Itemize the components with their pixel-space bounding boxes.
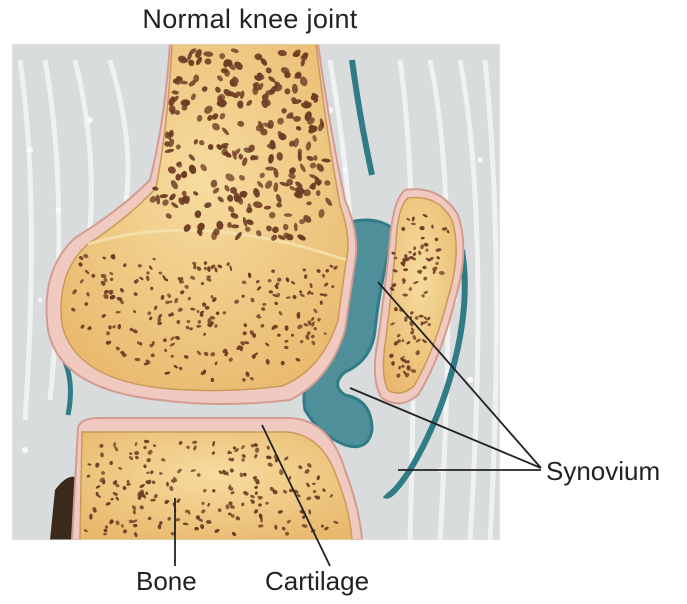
bone-pore (422, 266, 426, 269)
label-cartilage: Cartilage (265, 566, 369, 597)
label-bone: Bone (136, 566, 197, 597)
bone-pore (182, 171, 187, 177)
label-synovium: Synovium (546, 456, 660, 487)
bone-pore (89, 514, 92, 520)
bone-pore (253, 155, 258, 160)
bone-pore (197, 310, 200, 313)
bone-pore (221, 149, 228, 156)
bone-pore (265, 167, 274, 171)
